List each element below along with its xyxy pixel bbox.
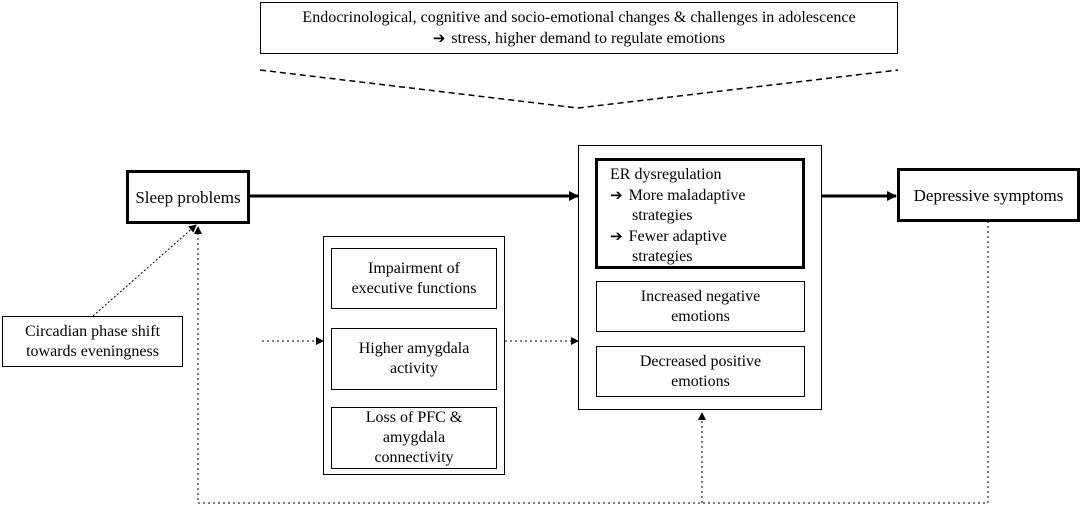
er-dysregulation-box: ER dysregulation ➔More maladaptive strat… — [595, 158, 805, 269]
decreased-positive-emotions-box: Decreased positive emotions — [596, 346, 805, 397]
circadian-to-sleep-arrow — [92, 224, 197, 317]
depressive-symptoms-label: Depressive symptoms — [913, 185, 1064, 205]
context-funnel-lines — [259, 69, 899, 109]
mechanism-pfc-connectivity: Loss of PFC & amygdala connectivity — [331, 407, 497, 469]
increased-negative-emotions-box: Increased negative emotions — [596, 281, 805, 332]
sleep-problems-box: Sleep problems — [126, 170, 250, 224]
sleep-problems-label: Sleep problems — [135, 187, 241, 207]
right-arrow-icon: ➔ — [610, 227, 623, 245]
er-dysregulation-title: ER dysregulation — [610, 166, 722, 183]
context-box: Endocrinological, cognitive and socio-em… — [260, 2, 898, 54]
mechanism-amygdala-activity: Higher amygdala activity — [331, 328, 497, 390]
depressive-symptoms-box: Depressive symptoms — [897, 168, 1080, 222]
circadian-line-2: towards eveningness — [26, 342, 159, 360]
right-arrow-icon: ➔ — [432, 28, 446, 47]
feedback-loop-line — [194, 221, 989, 504]
right-arrow-icon: ➔ — [610, 186, 623, 204]
context-line-1: Endocrinological, cognitive and socio-em… — [302, 8, 856, 26]
mechanism-executive-functions: Impairment of executive functions — [331, 248, 497, 309]
circadian-line-1: Circadian phase shift — [24, 322, 161, 340]
context-line-2: ➔stress, higher demand to regulate emoti… — [432, 28, 726, 47]
circadian-box: Circadian phase shift towards eveningnes… — [2, 316, 183, 367]
